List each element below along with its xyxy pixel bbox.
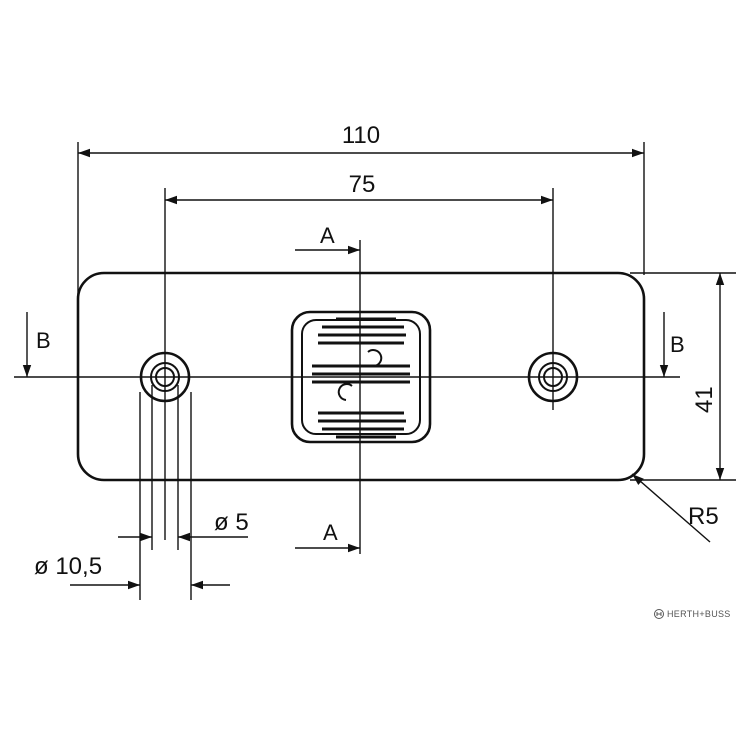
- hole-outer-diameter-label: ø 10,5: [34, 553, 102, 580]
- height-label: 41: [691, 386, 718, 413]
- overall-width-label: 110: [342, 122, 380, 149]
- lamp-window: [290, 310, 432, 444]
- dimension-hole-outer-diameter: ø 10,5: [34, 392, 230, 600]
- dimension-110: 110: [77, 122, 645, 318]
- radius-leader: R5: [631, 473, 719, 543]
- watermark-text: HERTH+BUSS: [667, 609, 731, 619]
- section-a-top: A: [295, 223, 360, 255]
- herth-buss-logo-icon: [654, 609, 664, 619]
- section-b-left: B: [22, 312, 51, 377]
- section-a-top-label: A: [320, 223, 335, 248]
- dimension-41: 41: [630, 272, 736, 481]
- hole-inner-diameter-label: ø 5: [214, 509, 249, 536]
- corner-radius-label: R5: [688, 503, 719, 530]
- watermark: HERTH+BUSS: [654, 609, 731, 619]
- hole-spacing-label: 75: [349, 171, 376, 198]
- section-b-left-label: B: [36, 328, 51, 353]
- section-a-bottom: A: [295, 520, 360, 553]
- section-a-bottom-label: A: [323, 520, 338, 545]
- section-b-right: B: [659, 312, 685, 377]
- section-b-right-label: B: [670, 332, 685, 357]
- dimension-hole-inner-diameter: ø 5: [118, 385, 249, 550]
- dimension-75: 75: [164, 171, 554, 540]
